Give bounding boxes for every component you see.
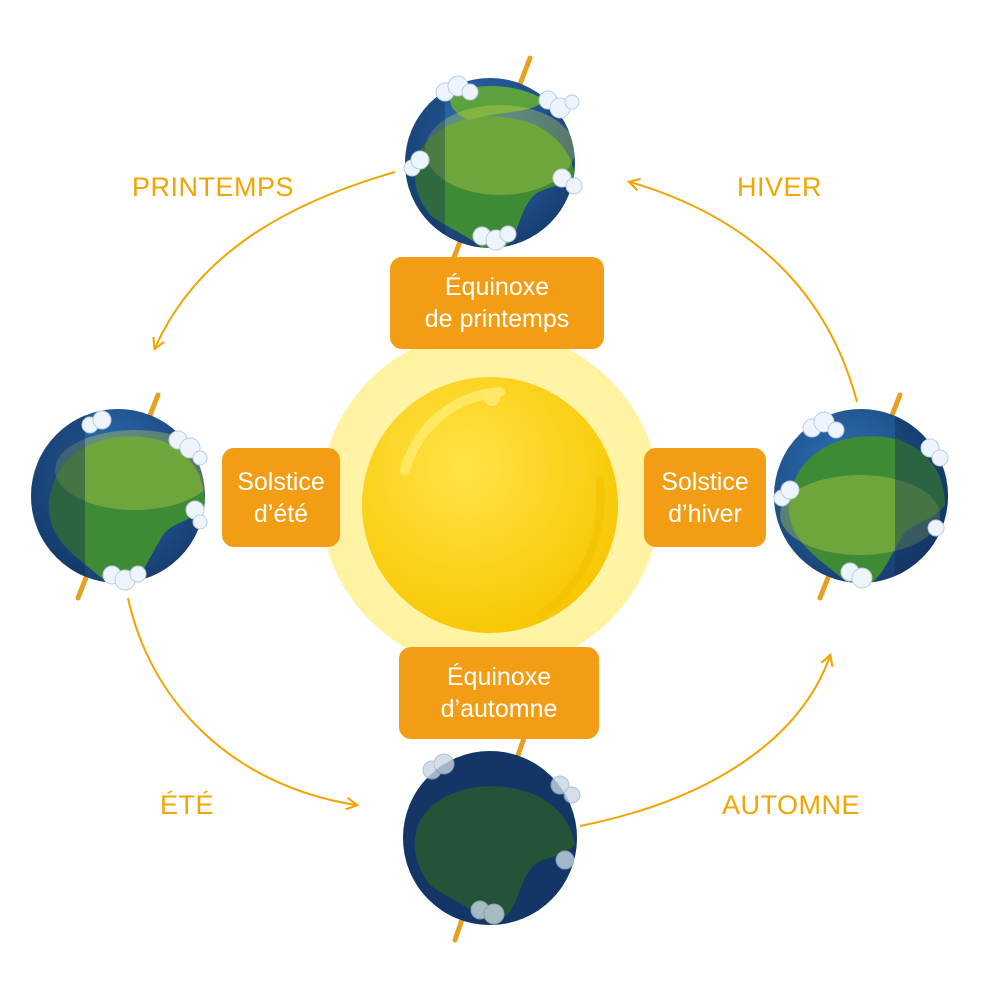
earth-spring [403,55,583,271]
label-spring-equinox: Équinoxe de printemps [390,257,604,349]
label-autumn-equinox: Équinoxe d’automne [399,647,599,739]
label-winter-solstice: Solstice d’hiver [644,448,766,547]
sun-core [362,377,618,633]
arrow-autumn [579,652,834,827]
arrow-summer [127,597,360,811]
earth-winter [773,392,949,601]
season-label-autumn: AUTOMNE [722,790,861,820]
earth-autumn [403,732,581,943]
label-winter-solstice-line2: d’hiver [668,499,742,528]
label-spring-equinox-line1: Équinoxe [444,273,550,301]
sun [320,330,660,670]
label-summer-solstice: Solstice d’été [222,448,340,547]
earth-summer [31,392,208,601]
label-winter-solstice-line1: Solstice [661,467,749,496]
label-summer-solstice-line1: Solstice [237,467,325,496]
season-label-summer: ÉTÉ [160,790,215,820]
arrow-spring [152,171,396,352]
label-summer-solstice-line2: d’été [253,499,309,528]
season-label-spring: PRINTEMPS [132,172,295,202]
sun-spot [484,390,500,406]
arrow-winter [626,177,858,403]
label-spring-equinox-line2: de printemps [424,305,570,333]
label-autumn-equinox-line2: d’automne [440,695,558,723]
label-autumn-equinox-line1: Équinoxe [446,663,552,691]
sun-shadow [536,476,605,619]
season-label-winter: HIVER [737,172,823,202]
